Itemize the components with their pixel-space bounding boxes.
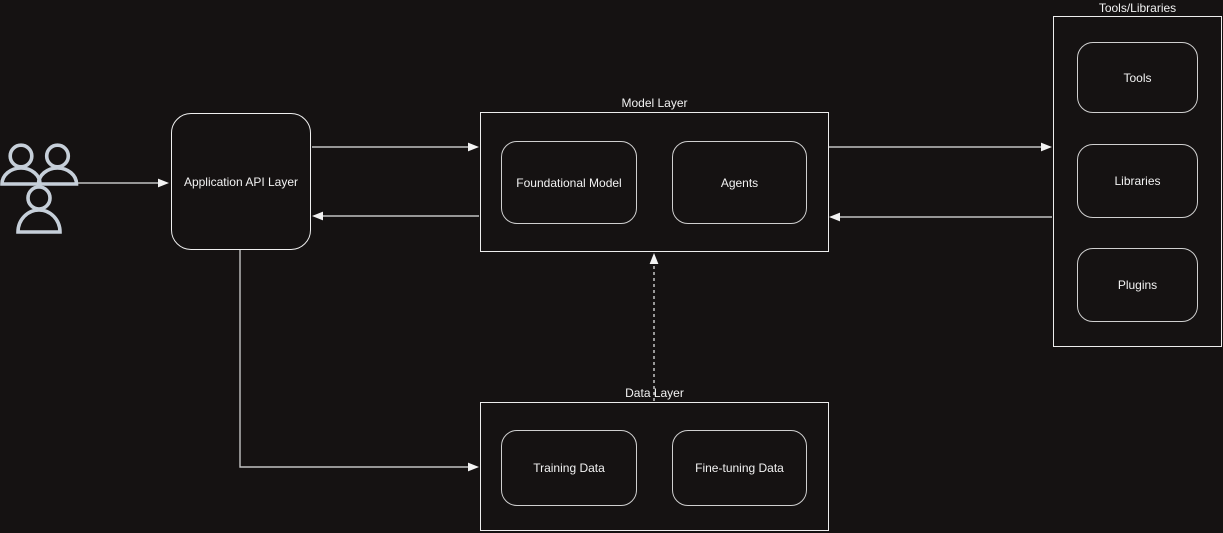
node-plugins[interactable]: Plugins xyxy=(1077,248,1198,322)
tools-libraries-title: Tools/Libraries xyxy=(1098,1,1177,15)
node-training-data[interactable]: Training Data xyxy=(501,430,637,506)
arrow-tools-to-model xyxy=(829,212,1052,222)
node-fine-tuning-data-label: Fine-tuning Data xyxy=(695,461,784,475)
node-libraries[interactable]: Libraries xyxy=(1077,144,1198,218)
container-tools-libraries[interactable] xyxy=(1053,16,1222,347)
model-layer-title: Model Layer xyxy=(621,96,688,110)
container-model-layer[interactable] xyxy=(480,112,829,252)
node-application-api-layer[interactable]: Application API Layer xyxy=(171,113,311,250)
node-training-data-label: Training Data xyxy=(533,461,605,475)
arrow-api-to-data xyxy=(239,250,479,472)
node-fine-tuning-data[interactable]: Fine-tuning Data xyxy=(672,430,807,506)
node-agents-label: Agents xyxy=(720,175,759,190)
node-tools[interactable]: Tools xyxy=(1077,42,1198,113)
data-layer-title: Data Layer xyxy=(625,386,684,400)
arrow-data-to-model-dashed xyxy=(649,253,659,401)
container-data-layer[interactable] xyxy=(480,402,829,531)
node-libraries-label: Libraries xyxy=(1114,174,1161,188)
node-plugins-label: Plugins xyxy=(1117,278,1158,292)
users-group-icon[interactable] xyxy=(0,143,79,234)
arrow-model-to-tools xyxy=(829,142,1052,152)
node-foundational-model[interactable]: Foundational Model xyxy=(501,141,637,224)
node-agents[interactable]: Agents xyxy=(672,141,807,224)
arrow-model-to-api xyxy=(312,211,479,221)
arrow-api-to-model xyxy=(312,142,479,152)
node-application-api-layer-label: Application API Layer xyxy=(183,174,299,189)
arrow-users-to-api xyxy=(78,178,169,188)
node-foundational-model-label: Foundational Model xyxy=(516,175,622,190)
node-tools-label: Tools xyxy=(1123,70,1152,85)
